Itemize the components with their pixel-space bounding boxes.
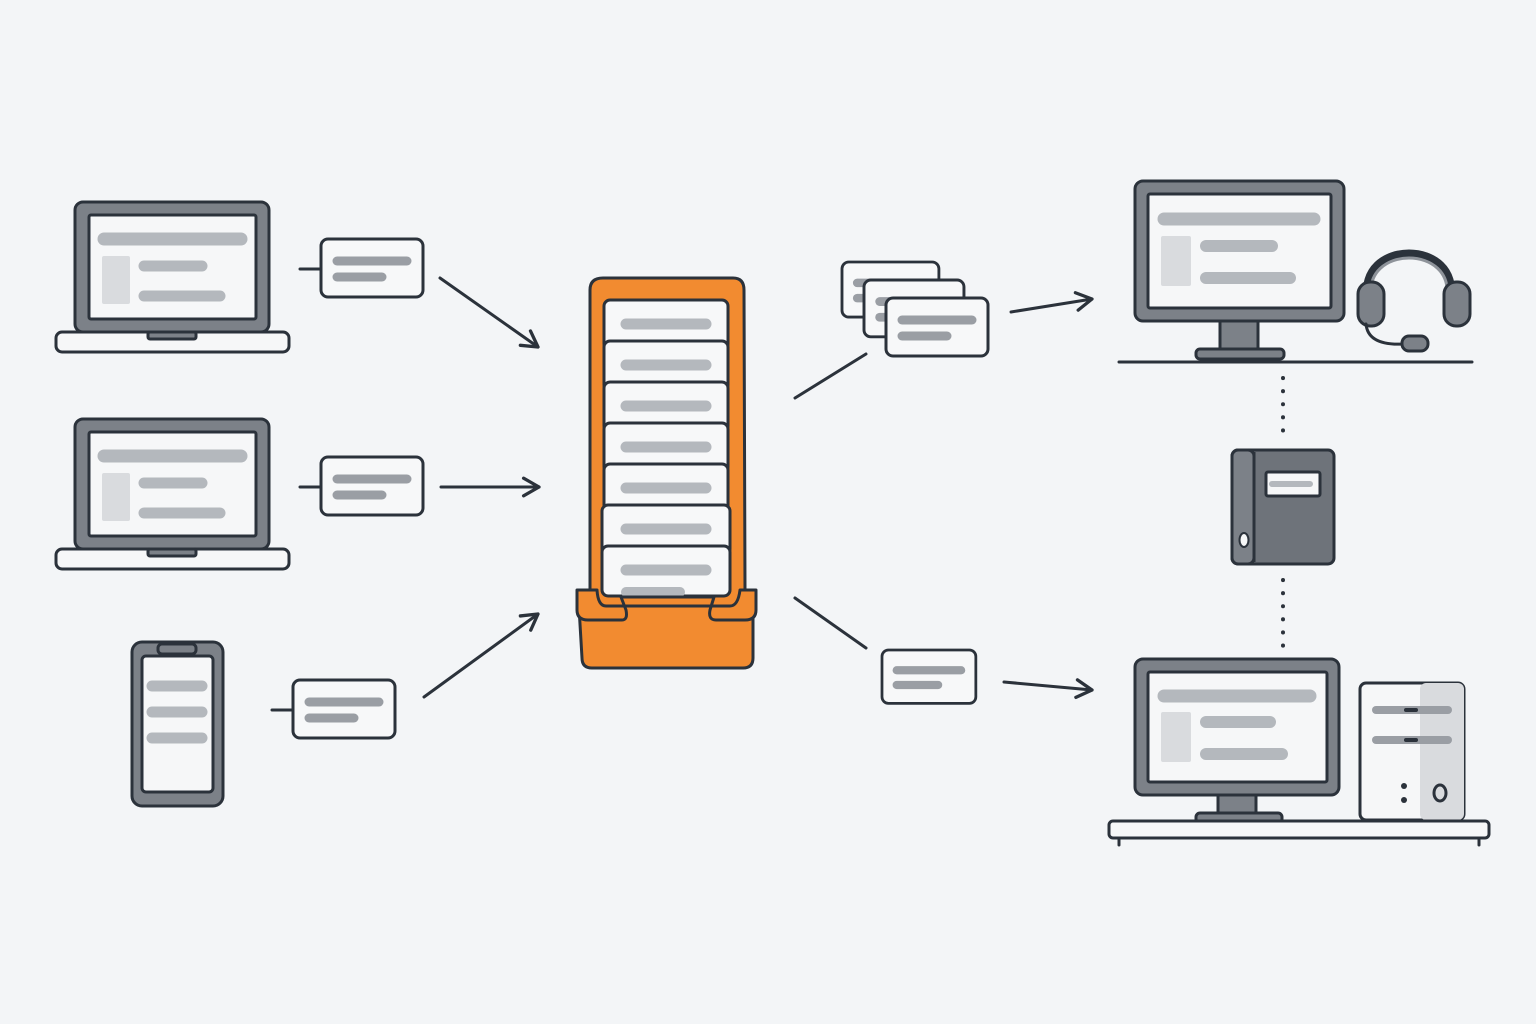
producer-message-1 [298,239,423,297]
arrow-to-consumer-2 [1002,678,1094,700]
message-queue [575,276,758,670]
consumer-desktop-station [1107,657,1491,847]
queue-card [600,503,732,557]
queue-card [602,339,730,393]
monitor-icon [1133,657,1341,825]
line-to-consumer-1 [793,352,868,400]
headset-icon [1356,249,1472,353]
queue-card [600,544,732,598]
queue-card [602,380,730,434]
line-to-consumer-2 [793,596,868,650]
monitor-icon [1133,179,1346,361]
smartphone-icon [130,640,225,808]
producer-smartphone [130,640,225,808]
desktop-tower-icon [1358,681,1466,822]
producer-laptop-1 [56,202,289,352]
arrow-to-consumer-1 [1009,291,1094,314]
consumer-message-stack [842,262,988,356]
consumer-message-single [882,650,976,703]
desk-2 [1107,819,1491,847]
tray-icon [575,276,758,670]
arrow-to-queue-1 [438,276,540,349]
producer-laptop-2 [56,419,289,569]
producer-message-3 [270,680,395,738]
consumer-support-station [1117,179,1474,364]
binder-icon [1230,448,1336,566]
producer-message-2 [298,457,423,515]
laptop-icon [56,202,289,352]
laptop-icon [56,419,289,569]
queue-card-stack [600,298,732,598]
arrow-to-queue-3 [422,612,540,699]
